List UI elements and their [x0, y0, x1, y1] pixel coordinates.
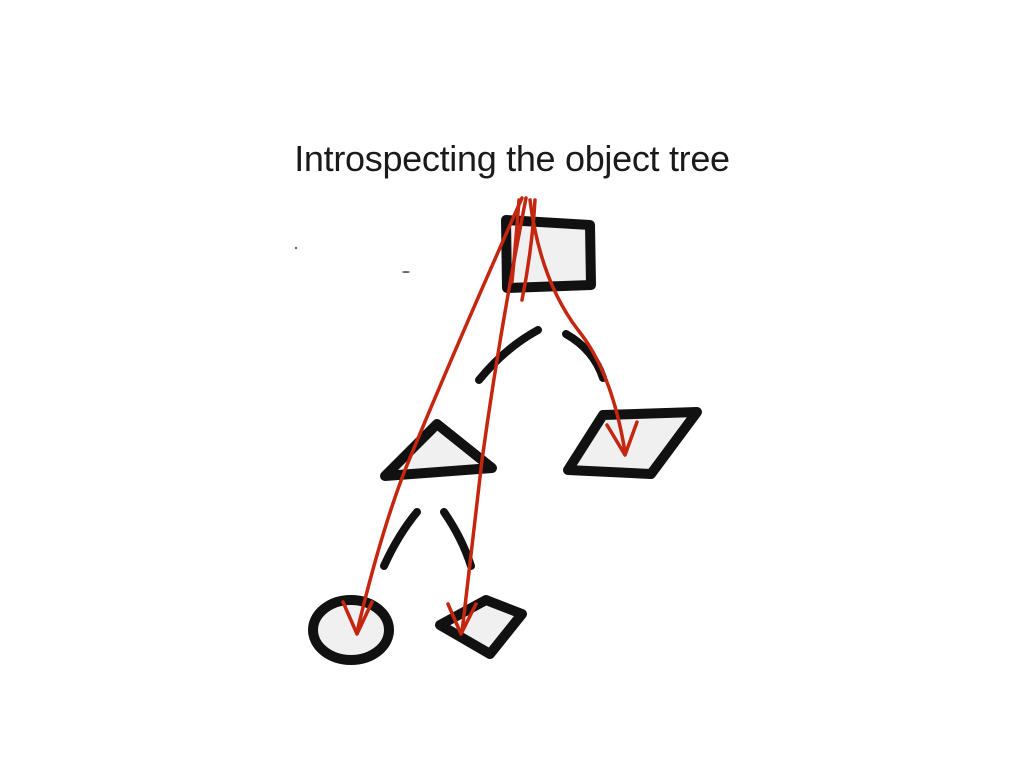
- arrow-bundle-strand: [510, 198, 521, 284]
- edge-root-to-left-child: [475, 326, 542, 384]
- slide-title: Introspecting the object tree: [294, 138, 730, 179]
- node-left-right-grandchild-diamond: [435, 595, 527, 659]
- arrow-root-to-left-left-grandchild: [341, 196, 524, 636]
- speck: [402, 271, 410, 273]
- arrow-root-to-right-child: [528, 198, 639, 457]
- node-left-left-grandchild-circle: [308, 595, 394, 665]
- edge-left-child-to-left-right-grandchild: [440, 508, 475, 570]
- edge-root-to-right-child: [562, 330, 607, 382]
- arrow-bundle-strand: [520, 198, 537, 302]
- node-left-child-triangle: [380, 419, 497, 481]
- speck: [294, 246, 298, 250]
- node-right-child-parallelogram: [563, 407, 702, 479]
- edge-left-child-to-left-left-grandchild: [380, 508, 421, 570]
